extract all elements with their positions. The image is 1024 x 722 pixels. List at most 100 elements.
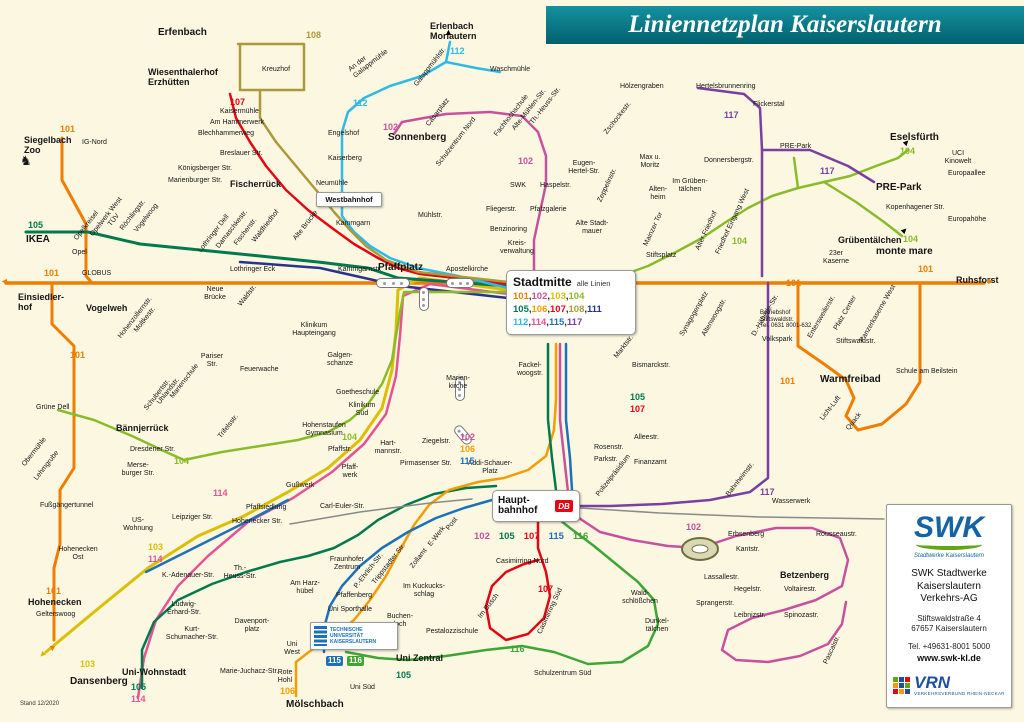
line-badge-104: 104	[903, 234, 919, 244]
station-label: Leipziger Str.	[172, 514, 213, 521]
line-badge-101: 101	[70, 350, 86, 360]
station-label: Hart- mannstr.	[374, 440, 402, 455]
station-label: Buchen- loch	[386, 613, 414, 628]
station-label: Fischerrück	[230, 179, 282, 189]
line-railway	[289, 498, 473, 525]
station-label: Klinikum Haupteingang	[292, 322, 336, 337]
station-label: Im Busch	[476, 592, 501, 620]
station-label: Lassallestr.	[704, 574, 740, 581]
station-label: Neue Brücke	[204, 286, 226, 301]
line-117	[760, 148, 876, 184]
station-label: Hohenstaufen Gymnasium	[302, 422, 346, 437]
station-label: Addi-Schauer- Platz	[467, 460, 513, 475]
station-label: Galappmühlstr.	[412, 46, 448, 88]
station-label: Post	[444, 516, 460, 532]
line-badge-114: 114	[213, 488, 228, 498]
line-107	[228, 92, 510, 286]
station-label: Königsberger Str.	[178, 165, 233, 172]
station-label: Bahnheimstr.	[724, 461, 756, 498]
line-101	[796, 281, 922, 432]
hbf-line-116: 116	[572, 531, 589, 542]
line-105	[24, 230, 510, 288]
station-label: Merse- burger Str.	[121, 462, 155, 477]
tu-logo-icon	[314, 626, 327, 646]
station-label: Marien- kirche	[446, 375, 470, 390]
station-label: Kreuzhof	[262, 66, 291, 73]
station-label: Eugen- Hertel-Str.	[568, 160, 600, 175]
station-label: Leibnizstr.	[734, 612, 766, 619]
station-label: Casimirring Süd	[536, 587, 564, 636]
line-badge-104: 104	[900, 146, 916, 156]
vrn-squares-icon	[893, 676, 911, 694]
station-label: Kammgarnstr.	[338, 266, 382, 273]
station-label: Zschockestr.	[602, 100, 633, 136]
station-label: Hohenecken	[28, 597, 82, 607]
station-label: Kurt- Schumacher-Str.	[165, 626, 219, 641]
station-label: Th.- Heuss-Str.	[223, 565, 257, 580]
line-112	[340, 40, 510, 290]
swk-logo-swoosh-icon	[916, 539, 982, 550]
station-label: Fraunhofer Zentrum	[329, 556, 365, 571]
line-badge-101: 101	[918, 264, 934, 274]
stadtmitte-line-108: 108	[568, 303, 585, 315]
station-label: PRE-Park	[876, 182, 922, 193]
station-label: Hölzengraben	[620, 83, 664, 90]
vrn-wordmark: VRN	[914, 673, 951, 693]
line-badge-106: 106	[460, 444, 476, 454]
map-version-date: Stand 12/2020	[20, 701, 60, 707]
line-badge-115: 115	[460, 456, 475, 466]
line-badge-115: 115	[326, 656, 343, 667]
station-label: Alleestr.	[634, 434, 659, 441]
station-label: An der Galappmühle	[347, 48, 390, 80]
line-badge-107: 107	[538, 584, 554, 594]
station-label: Ruhsforst	[956, 275, 999, 285]
stadtmitte-line-115: 115	[548, 316, 565, 328]
station-label: Quack	[844, 411, 863, 432]
station-label: Bännjerrück	[116, 423, 169, 433]
station-label: Pfalz Center	[832, 294, 858, 332]
station-label: Betriebshof Stiftswaldstr. Tel. 0631 800…	[760, 310, 812, 330]
line-badge-102: 102	[518, 156, 534, 166]
station-label: Pfaff- werk	[341, 464, 359, 479]
station-label: 23er Kaserne	[822, 250, 850, 265]
station-label: Pfaffenberg	[336, 592, 373, 599]
station-label: Marie-Juchacz-Str.	[220, 668, 279, 675]
stadtmitte-line-105: 105	[513, 303, 529, 315]
station-label: Hohenecken Ost	[58, 546, 98, 561]
station-label: Kreis- verwaltung	[500, 240, 534, 255]
line-badge-114: 114	[148, 554, 163, 564]
line-badge-107: 107	[230, 97, 246, 107]
hbf-line-105: 105	[498, 531, 515, 542]
hauptbahnhof-label: Haupt- bahnhof	[498, 494, 538, 516]
swk-logo: SWK	[914, 511, 984, 544]
station-label: Alte Brücke	[291, 209, 320, 242]
station-label: Voltairestr.	[784, 586, 817, 593]
station-label: Erbsenberg	[728, 531, 765, 538]
station-marker	[376, 278, 410, 288]
station-label: Spinozastr.	[784, 612, 819, 619]
line-104	[822, 180, 904, 238]
station-label: Lothringer Eck	[230, 266, 276, 273]
swk-logo-subtitle: Stadtwerke Kaiserslautern	[913, 553, 985, 559]
line-badge-102: 102	[686, 522, 702, 532]
line-badge-103: 103	[148, 542, 164, 552]
stadtmitte-line-111: 111	[587, 303, 602, 315]
line-badge-112: 112	[450, 46, 465, 56]
station-label: ♞	[20, 153, 32, 168]
line-104	[618, 148, 910, 278]
station-label: Max u. Moritz	[639, 154, 661, 169]
swk-website-link[interactable]: www.swk-kl.de	[917, 653, 981, 664]
station-label: Alter Friedhof	[694, 210, 719, 252]
swk-company-line2: Kaiserslautern	[917, 580, 981, 592]
stadium-icon	[691, 544, 709, 554]
stadtmitte-line-103: 103	[550, 291, 566, 302]
station-label: Ziegelstr.	[422, 438, 451, 445]
line-108	[236, 42, 306, 92]
station-marker	[446, 278, 474, 288]
line-badge-101: 101	[780, 376, 796, 386]
station-label: Flickerstal	[753, 101, 785, 108]
line-badge-102: 102	[460, 432, 476, 442]
